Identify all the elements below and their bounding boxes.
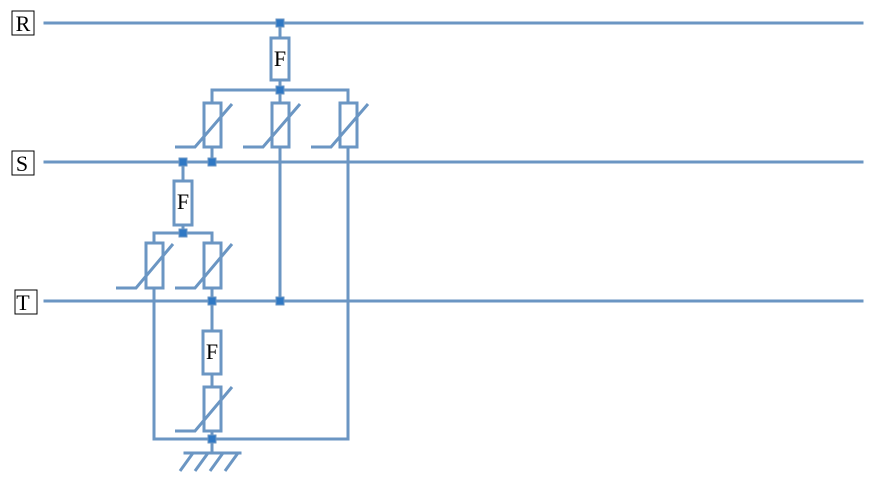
svg-text:F: F (206, 339, 218, 364)
varistor-s-t (175, 241, 234, 290)
phase-s-label: S (11, 150, 35, 176)
junction-node-r-split (275, 85, 285, 95)
junction-node-ground (207, 434, 217, 444)
fuse-r: F (269, 36, 291, 82)
junction-node-r-bus (275, 18, 285, 28)
svg-text:T: T (16, 290, 30, 315)
junction-node-s-fuse (178, 157, 188, 167)
junction-node-t-fuse (207, 296, 217, 306)
junction-node-s-varistor (207, 157, 217, 167)
varistor-r-s (175, 101, 234, 149)
junction-node-s-split (178, 228, 188, 238)
varistor-r-ground (311, 101, 370, 149)
fuse-t: F (201, 329, 223, 376)
phase-r-label: R (11, 10, 35, 36)
varistor-s-ground (116, 241, 175, 290)
svg-text:F: F (177, 189, 189, 214)
phase-t-label: T (14, 289, 38, 315)
svg-text:R: R (16, 11, 31, 36)
junction-node-t-r (275, 296, 285, 306)
ground-symbol (178, 451, 242, 472)
svg-text:S: S (16, 151, 28, 176)
fuse-s: F (172, 179, 194, 227)
varistor-r-t (243, 101, 302, 149)
varistor-t-ground (175, 385, 234, 433)
svg-text:F: F (274, 46, 286, 71)
